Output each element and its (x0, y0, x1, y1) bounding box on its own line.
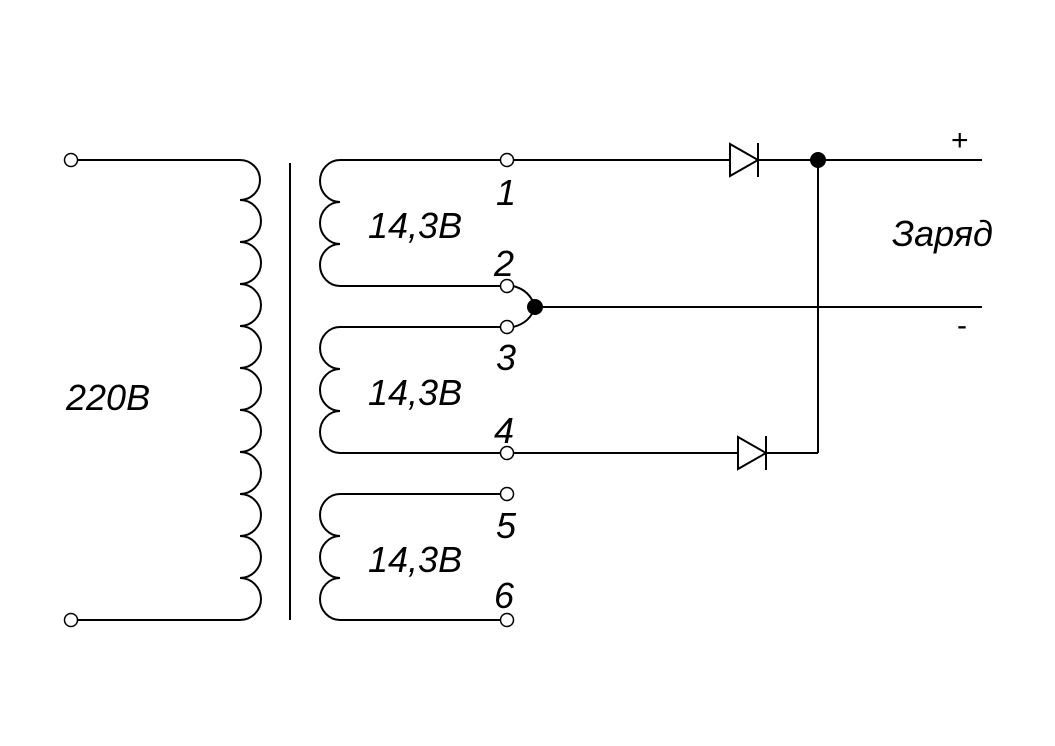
primary-terminal-top (63, 152, 79, 168)
terminal-1 (499, 152, 515, 168)
terminal-2-label: 2 (493, 243, 514, 284)
terminal-2 (499, 278, 515, 294)
winding-2-voltage: 14,3В (368, 372, 462, 413)
terminal-6-label: 6 (494, 575, 515, 616)
winding-3-voltage: 14,3В (368, 539, 462, 580)
secondary-coil-2 (319, 326, 341, 454)
output-label: Заряд (892, 213, 993, 254)
primary-winding: 220В (63, 152, 262, 628)
terminal-4 (499, 445, 515, 461)
diode-2 (737, 435, 769, 471)
output-plus-sign: + (951, 124, 969, 157)
diode-1-triangle (729, 142, 761, 178)
primary-terminal-bottom (63, 612, 79, 628)
secondary-coil-1 (319, 159, 341, 287)
winding-1-voltage: 14,3В (368, 205, 462, 246)
terminal-5-label: 5 (496, 505, 517, 546)
terminal-5 (499, 486, 515, 502)
secondary-winding-3: 14,3В (319, 493, 500, 621)
terminal-4-label: 4 (494, 410, 514, 451)
secondary-winding-1: 14,3В (319, 159, 500, 287)
terminal-3-label: 3 (496, 337, 516, 378)
terminal-3 (499, 319, 515, 335)
terminal-6 (499, 612, 515, 628)
secondary-coil-3 (319, 493, 341, 621)
primary-voltage-label: 220В (65, 377, 150, 418)
diode-1 (729, 142, 761, 178)
diode-2-triangle (737, 435, 769, 471)
positive-junction (810, 152, 826, 168)
primary-coil (239, 159, 262, 621)
output-minus-sign: - (957, 309, 967, 342)
terminal-1-label: 1 (496, 172, 516, 213)
secondary-winding-2: 14,3В (319, 326, 500, 454)
